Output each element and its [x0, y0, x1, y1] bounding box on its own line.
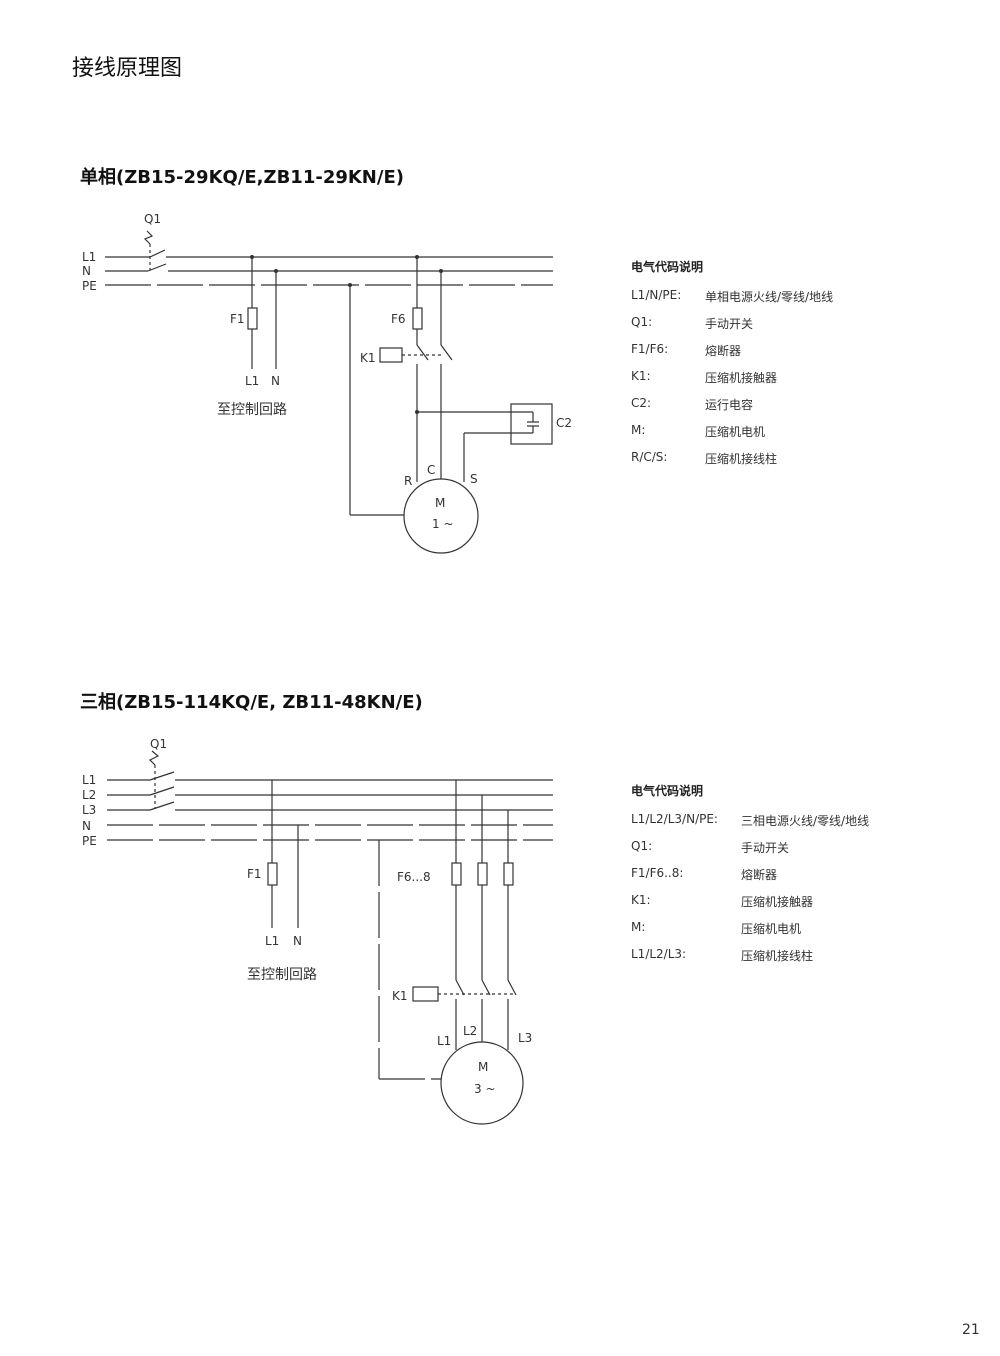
legend-desc: 运行电容	[705, 398, 754, 412]
legend-code: L1/L2/L3:	[631, 947, 687, 961]
legend-code: M:	[631, 423, 646, 437]
tp-l2-label: L2	[82, 788, 96, 802]
sp-q1-switch	[149, 249, 166, 258]
sp-to-control-label: 至控制回路	[217, 402, 287, 418]
legend-code: Q1:	[631, 315, 653, 329]
tp-legend: 电气代码说明 L1/L2/L3/N/PE: 三相电源火线/零线/地线 Q1: 手动开…	[631, 782, 869, 974]
tp-q1-switch	[149, 771, 175, 781]
legend-row: K1: 压缩机接触器	[631, 369, 833, 396]
legend-row: M: 压缩机电机	[631, 423, 833, 450]
tp-motor-l2-label: L2	[463, 1024, 477, 1038]
tp-f6-fuse	[451, 862, 462, 886]
legend-desc: 熔断器	[741, 868, 778, 882]
sp-f1-fuse	[247, 307, 258, 330]
legend-code: K1:	[631, 369, 651, 383]
tp-pe-label: PE	[82, 834, 97, 848]
tp-f7-fuse	[477, 862, 488, 886]
sp-out-l1-label: L1	[245, 374, 259, 388]
tp-motor-l3-label: L3	[518, 1031, 532, 1045]
legend-code: L1/L2/L3/N/PE:	[631, 812, 718, 826]
tp-out-l1-label: L1	[265, 934, 279, 948]
legend-row: C2: 运行电容	[631, 396, 833, 423]
tp-k1-coil	[412, 986, 439, 1002]
tp-q1-label: Q1	[150, 737, 167, 751]
legend-code: F1/F6:	[631, 342, 669, 356]
sp-l1-label: L1	[82, 250, 96, 264]
sp-c2-capacitor	[510, 403, 553, 445]
tp-motor	[440, 1041, 524, 1125]
legend-row: F1/F6..8: 熔断器	[631, 866, 869, 893]
page-title: 接线原理图	[72, 56, 183, 81]
three-phase-title: 三相(ZB15-114KQ/E, ZB11-48KN/E)	[80, 692, 423, 713]
sp-pe-label: PE	[82, 279, 97, 293]
legend-desc: 压缩机接触器	[741, 895, 814, 909]
sp-c-label: C	[427, 463, 435, 477]
sp-s-label: S	[470, 472, 478, 486]
legend-code: Q1:	[631, 839, 653, 853]
tp-motor-l1-label: L1	[437, 1034, 451, 1048]
sp-motor	[403, 478, 479, 554]
sp-motor-type: 1 ~	[432, 517, 454, 531]
legend-desc: 压缩机电机	[705, 425, 766, 439]
tp-f1-label: F1	[247, 867, 262, 881]
legend-desc: 熔断器	[705, 344, 742, 358]
legend-code: R/C/S:	[631, 450, 668, 464]
tp-n-label: N	[82, 819, 91, 833]
legend-row: F1/F6: 熔断器	[631, 342, 833, 369]
legend-desc: 单相电源火线/零线/地线	[705, 290, 834, 304]
sp-f1-label: F1	[230, 312, 245, 326]
tp-f6-8-label: F6...8	[397, 870, 431, 884]
tp-k1-label: K1	[392, 989, 408, 1003]
sp-f6-fuse	[412, 307, 423, 330]
legend-desc: 压缩机接触器	[705, 371, 778, 385]
legend-row: Q1: 手动开关	[631, 315, 833, 342]
sp-legend: 电气代码说明 L1/N/PE: 单相电源火线/零线/地线 Q1: 手动开关 F1/F…	[631, 258, 833, 477]
legend-row: L1/L2/L3: 压缩机接线柱	[631, 947, 869, 974]
tp-f1-fuse	[267, 862, 278, 886]
sp-f6-label: F6	[391, 312, 406, 326]
legend-code: C2:	[631, 396, 652, 410]
legend-row: Q1: 手动开关	[631, 839, 869, 866]
tp-to-control-label: 至控制回路	[247, 967, 317, 983]
tp-l3-label: L3	[82, 803, 96, 817]
sp-motor-label: M	[435, 496, 445, 510]
legend-row: L1/L2/L3/N/PE: 三相电源火线/零线/地线	[631, 812, 869, 839]
legend-row: L1/N/PE: 单相电源火线/零线/地线	[631, 288, 833, 315]
sp-r-label: R	[404, 474, 412, 488]
legend-code: F1/F6..8:	[631, 866, 684, 880]
sp-c2-label: C2	[556, 416, 572, 430]
sp-q1-label: Q1	[144, 212, 161, 226]
tp-f8-fuse	[503, 862, 514, 886]
sp-n-label: N	[82, 264, 91, 278]
tp-motor-label: M	[478, 1060, 488, 1074]
sp-out-n-label: N	[271, 374, 280, 388]
legend-code: M:	[631, 920, 646, 934]
tp-motor-type: 3 ~	[474, 1082, 496, 1096]
tp-l1-label: L1	[82, 773, 96, 787]
legend-code: L1/N/PE:	[631, 288, 682, 302]
tp-legend-title: 电气代码说明	[631, 784, 704, 798]
sp-k1-coil	[379, 347, 403, 363]
legend-code: K1:	[631, 893, 651, 907]
legend-row: R/C/S: 压缩机接线柱	[631, 450, 833, 477]
page-number: 21	[962, 1322, 980, 1338]
legend-desc: 三相电源火线/零线/地线	[741, 814, 870, 828]
legend-desc: 手动开关	[705, 317, 754, 331]
single-phase-title: 单相(ZB15-29KQ/E,ZB11-29KN/E)	[80, 167, 404, 188]
legend-row: K1: 压缩机接触器	[631, 893, 869, 920]
tp-out-n-label: N	[293, 934, 302, 948]
legend-desc: 压缩机接线柱	[741, 949, 814, 963]
legend-desc: 压缩机电机	[741, 922, 802, 936]
legend-row: M: 压缩机电机	[631, 920, 869, 947]
legend-desc: 手动开关	[741, 841, 790, 855]
legend-desc: 压缩机接线柱	[705, 452, 778, 466]
sp-legend-title: 电气代码说明	[631, 260, 704, 274]
sp-k1-label: K1	[360, 351, 376, 365]
